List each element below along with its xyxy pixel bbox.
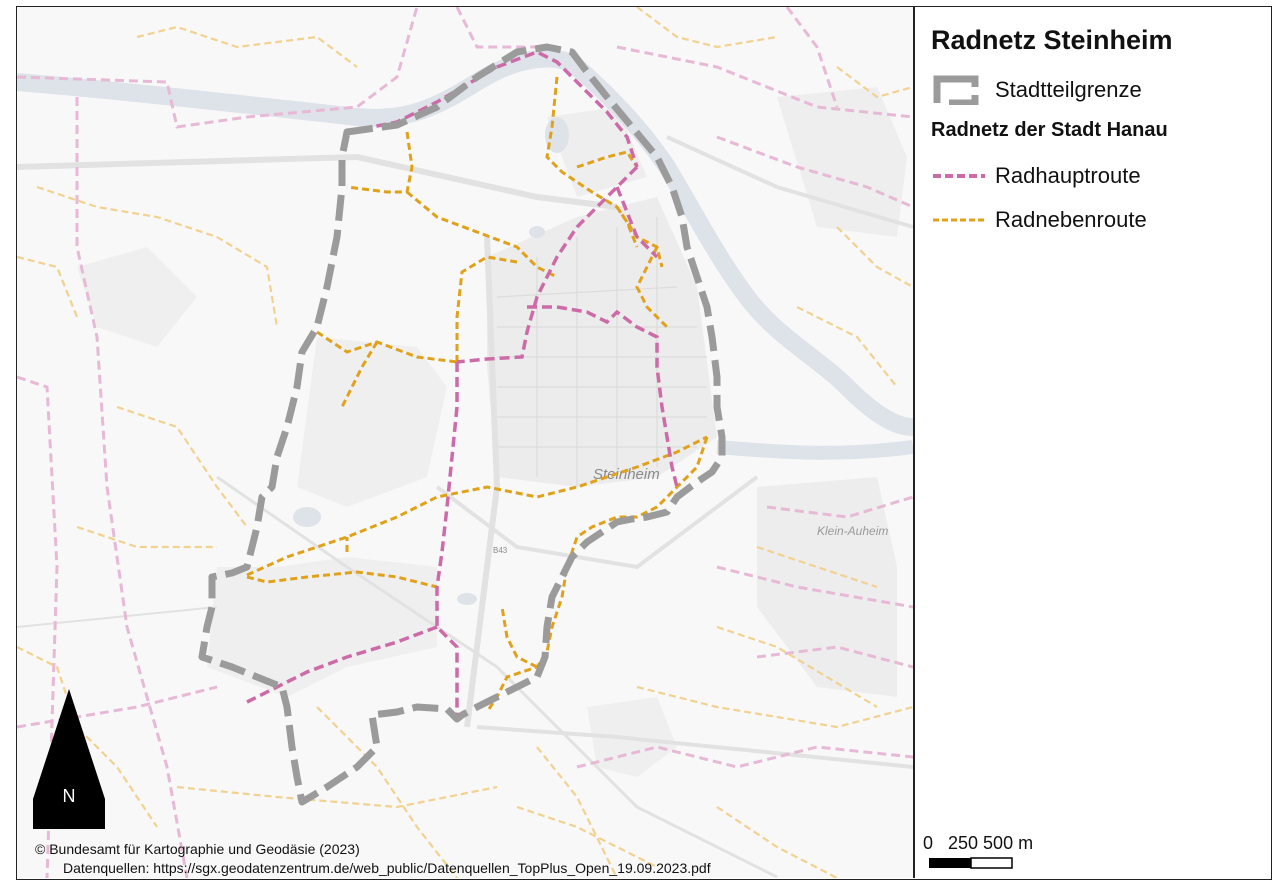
- legend-side-route-label: Radnebenroute: [995, 207, 1147, 232]
- scale-label: 0 250 500 m: [923, 833, 1034, 853]
- legend-item-side-route: Radnebenroute: [931, 205, 1147, 235]
- legend-title: Radnetz Steinheim: [931, 25, 1173, 55]
- boundary-symbol-icon: [933, 75, 979, 105]
- side-routes-steinheim: [246, 76, 709, 713]
- label-steinheim: Steinheim: [593, 466, 660, 483]
- label-klein-auheim: Klein-Auheim: [817, 524, 888, 538]
- outer-main-routes: [17, 7, 913, 878]
- panel-divider: [913, 7, 915, 878]
- north-arrow-label: N: [63, 786, 76, 806]
- main-routes-steinheim: [246, 50, 679, 719]
- legend-boundary-label: Stadtteilgrenze: [995, 77, 1142, 102]
- legend-item-main-route: Radhauptroute: [931, 161, 1141, 191]
- basemap-land-areas: [77, 247, 677, 777]
- map-layout-frame: Steinheim Klein-Auheim B43: [16, 6, 1272, 880]
- legend-panel: Radnetz Steinheim Stadtteilgrenze Radnet…: [915, 7, 1271, 878]
- map-panel[interactable]: Steinheim Klein-Auheim B43: [17, 7, 913, 878]
- credit-sources: Datenquellen: https://sgx.geodatenzentru…: [63, 860, 711, 876]
- side-route-line-icon: [933, 218, 985, 222]
- credit-copyright: © Bundesamt für Kartographie und Geodäsi…: [35, 841, 360, 857]
- north-arrow: N: [33, 689, 105, 829]
- basemap-roads: [17, 135, 913, 878]
- north-arrow-icon: [33, 689, 105, 799]
- legend-item-boundary: Stadtteilgrenze: [931, 75, 1142, 105]
- label-highway: B43: [493, 546, 508, 555]
- scale-bar: [929, 857, 1013, 869]
- main-route-line-icon: [933, 174, 985, 178]
- legend-network-heading: Radnetz der Stadt Hanau: [931, 119, 1168, 141]
- outer-side-routes: [17, 7, 913, 878]
- map-canvas[interactable]: Steinheim Klein-Auheim B43: [17, 7, 913, 878]
- district-boundary-steinheim: [198, 43, 726, 806]
- legend-main-route-label: Radhauptroute: [995, 163, 1141, 188]
- basemap-background: [17, 7, 913, 878]
